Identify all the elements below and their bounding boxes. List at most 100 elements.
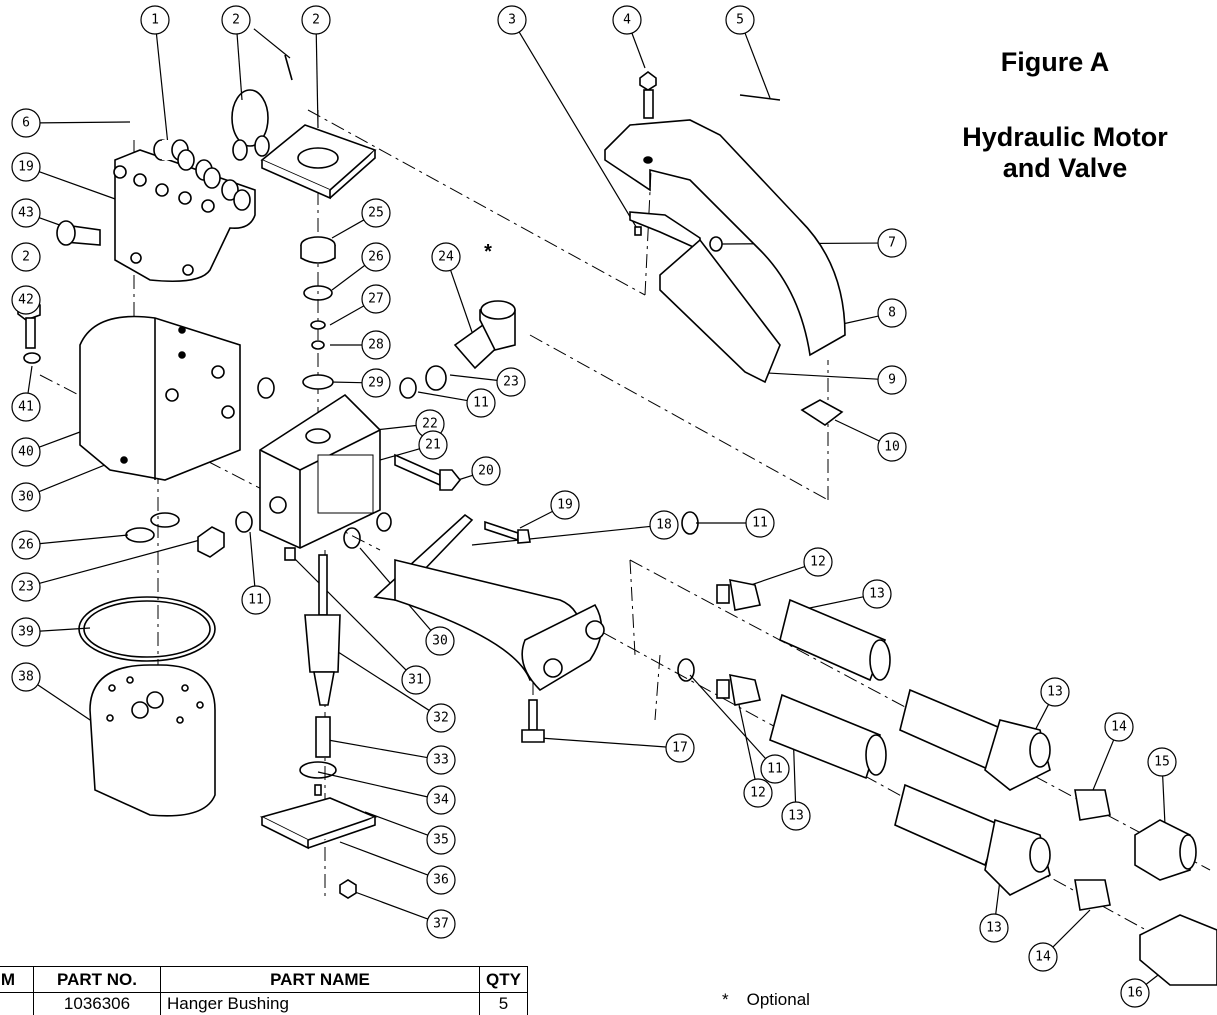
callout-number: 18 [656, 518, 672, 533]
leader-line [451, 270, 472, 332]
figure-title: Figure A [955, 47, 1155, 78]
row-item [0, 993, 34, 1015]
callout-bubble: 11 [746, 509, 774, 537]
callout-bubble: 3 [498, 6, 526, 34]
callout-number: 26 [18, 538, 34, 553]
callout-bubble: 12 [804, 548, 832, 576]
callout-bubble: 30 [426, 627, 454, 655]
callout-number: 35 [433, 833, 449, 848]
callout-bubble: 14 [1105, 713, 1133, 741]
callout-bubble: 13 [782, 802, 810, 830]
callout-bubble: 15 [1148, 748, 1176, 776]
callout-bubble: 12 [744, 779, 772, 807]
col-qty: QTY [480, 967, 528, 993]
leader-line [1093, 740, 1114, 790]
callout-bubble: 26 [12, 531, 40, 559]
callout-number: 28 [368, 338, 384, 353]
leader-line [254, 29, 290, 58]
callout-number: 22 [422, 417, 438, 432]
callout-bubble: 28 [362, 331, 390, 359]
callout-number: 34 [433, 793, 449, 808]
callout-bubble: 29 [362, 369, 390, 397]
callout-bubble: 2 [302, 6, 330, 34]
callout-number: 42 [18, 293, 34, 308]
callout-number: 11 [248, 593, 264, 608]
callout-number: 21 [425, 438, 441, 453]
callout-bubble: 42 [12, 286, 40, 314]
callout-number: 3 [508, 13, 516, 28]
row-part-no: 1036306 [34, 993, 161, 1015]
callout-bubble: 31 [402, 666, 430, 694]
footnote-text: Optional [747, 990, 810, 1009]
parts-drawing [18, 55, 1217, 985]
callout-bubble: 10 [878, 433, 906, 461]
callout-bubble: 21 [419, 431, 447, 459]
callout-number: 26 [368, 250, 384, 265]
callout-number: 40 [18, 445, 34, 460]
callout-number: 1 [151, 13, 159, 28]
callout-bubble: 8 [878, 299, 906, 327]
leader-line [330, 382, 362, 383]
leader-line [632, 33, 645, 68]
callout-bubble: 34 [427, 786, 455, 814]
callout-bubble: 38 [12, 663, 40, 691]
callout-number: 6 [22, 116, 30, 131]
col-item: M [0, 967, 34, 993]
leader-line [520, 511, 553, 528]
leader-line [332, 220, 364, 238]
callout-bubble: 13 [863, 580, 891, 608]
callout-number: 32 [433, 711, 449, 726]
callout-bubble: 41 [12, 393, 40, 421]
callout-number: 30 [18, 490, 34, 505]
callout-bubble: 36 [427, 866, 455, 894]
callout-number: 38 [18, 670, 34, 685]
callout-bubble: 17 [666, 734, 694, 762]
callout-bubble: 2 [222, 6, 250, 34]
washer [303, 375, 333, 389]
callout-number: 29 [368, 376, 384, 391]
callout-number: 8 [888, 306, 896, 321]
leader-line [40, 628, 90, 631]
callout-bubble: 13 [980, 914, 1008, 942]
callout-bubble: 14 [1029, 943, 1057, 971]
leader-line [40, 122, 130, 123]
leader-line [540, 738, 666, 747]
figure-subtitle: Hydraulic Motor and Valve [935, 122, 1195, 184]
callout-bubble: 27 [362, 285, 390, 313]
callout-number: 37 [433, 917, 449, 932]
col-part-name: PART NAME [161, 967, 480, 993]
callout-bubble: 26 [362, 243, 390, 271]
leader-line [738, 700, 755, 779]
callout-bubble: 2 [12, 243, 40, 271]
valve-handle [605, 95, 845, 382]
manifold-tube [375, 515, 604, 690]
callout-number: 4 [623, 13, 631, 28]
leader-line [328, 740, 427, 758]
leader-line [40, 540, 200, 583]
leader-line [330, 306, 364, 325]
callout-number: 12 [750, 786, 766, 801]
callout-number: 19 [557, 498, 573, 513]
callout-number: 11 [473, 396, 489, 411]
leader-line [835, 420, 879, 441]
callout-number: 10 [884, 440, 900, 455]
leader-line [318, 772, 427, 797]
leader-line [250, 532, 255, 586]
callout-bubble: 1 [141, 6, 169, 34]
leader-line [1053, 910, 1090, 947]
callout-bubble: 11 [242, 586, 270, 614]
leader-line [418, 392, 467, 401]
callout-number: 2 [312, 13, 320, 28]
callout-number: 16 [1127, 986, 1143, 1001]
footnote-marker: * [722, 990, 729, 1009]
callout-bubble: 11 [761, 755, 789, 783]
row-part-name: Hanger Bushing [161, 993, 480, 1015]
callout-bubble: 13 [1041, 678, 1069, 706]
callout-bubble: 9 [878, 366, 906, 394]
callout-bubble: 32 [427, 704, 455, 732]
callout-number: 39 [18, 625, 34, 640]
callout-bubble: 24 [432, 243, 460, 271]
callout-number: 14 [1035, 950, 1051, 965]
callout-bubble: 40 [12, 438, 40, 466]
callout-number: 13 [1047, 685, 1063, 700]
